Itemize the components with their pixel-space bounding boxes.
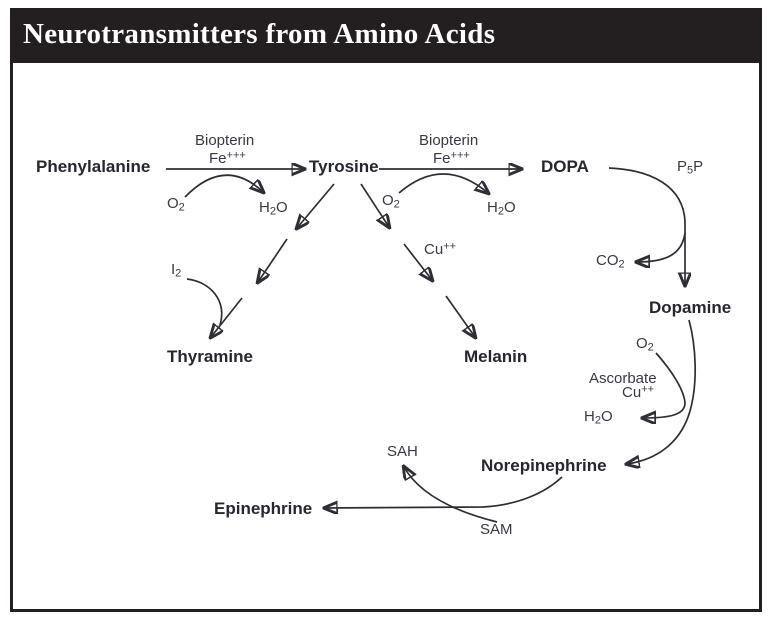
byproduct-h2o-2: H2O [487,199,516,218]
cofactor-fe-1: Fe+++ [209,149,246,167]
pathway-arrows [166,63,696,523]
arrow-sam-to-sah [404,467,498,523]
byproduct-co2: CO2 [596,252,625,271]
arrow-dopamine-to-norepinephrine [627,319,696,464]
node-thyramine: Thyramine [167,347,253,366]
arrow-o2-to-h2o-2 [398,173,488,193]
cofactor-sam: SAM [480,521,513,538]
cofactor-fe-2: Fe+++ [433,149,470,167]
cofactor-ascorbate: Ascorbate [589,370,657,387]
node-dopamine: Dopamine [649,298,732,317]
arrow-tyrosine-to-thyramine-2 [258,238,288,282]
byproduct-h2o-1: H2O [259,199,288,218]
cofactor-biopterin-1: Biopterin [195,132,255,149]
node-epinephrine: Epinephrine [214,499,313,518]
cofactor-cu-1: Cu++ [622,383,655,401]
figure-title-bar: Neurotransmitters from Amino Acids [10,8,762,60]
arrow-o2-to-h2o-3 [643,352,686,418]
byproduct-h2o-3: H2O [584,408,613,427]
cofactor-o2-3: O2 [636,335,654,354]
arrow-o2-to-h2o-1 [184,174,263,198]
arrow-tyrosine-to-melanin-1 [360,183,389,227]
cofactor-o2-1: O2 [167,195,185,214]
arrow-branch-to-co2 [637,232,686,262]
arrow-tyrosine-to-melanin-2 [403,243,432,280]
cofactor-biopterin-2: Biopterin [419,132,479,149]
node-phenylalanine: Phenylalanine [36,157,151,176]
cofactor-p5p: P5P [677,158,704,177]
arrow-norepinephrine-to-epinephrine [325,476,563,508]
curve-i2-join [186,278,223,326]
cofactor-i2: I2 [171,261,182,280]
node-tyrosine: Tyrosine [309,157,379,176]
arrow-tyrosine-to-thyramine-1 [297,183,335,228]
figure-title: Neurotransmitters from Amino Acids [23,17,496,50]
cofactor-o2-2: O2 [382,192,400,211]
figure-frame: Neurotransmitters from Amino Acids [10,8,762,612]
byproduct-sah: SAH [387,443,418,460]
arrow-dopa-to-dopamine [608,167,685,285]
arrow-tyrosine-to-thyramine-3 [211,297,243,337]
arrow-tyrosine-to-melanin-3 [445,295,475,337]
pathway-canvas: Phenylalanine Tyrosine DOPA Dopamine Nor… [10,60,762,612]
node-dopa: DOPA [541,157,589,176]
node-melanin: Melanin [464,347,528,366]
node-norepinephrine: Norepinephrine [481,456,607,475]
cofactor-cu-2: Cu++ [424,240,457,258]
